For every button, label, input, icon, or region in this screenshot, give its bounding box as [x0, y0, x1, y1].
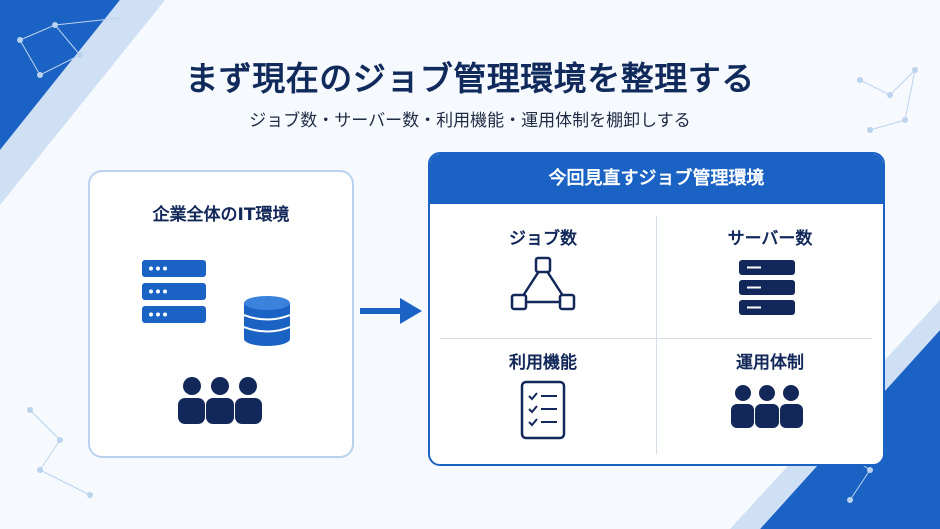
- cell-label-operation: 運用体制: [736, 353, 804, 373]
- database-icon: [244, 296, 290, 346]
- cell-label-server-count: サーバー数: [727, 229, 813, 249]
- enterprise-it-heading: 企業全体のIT環境: [152, 205, 290, 225]
- job-management-heading: 今回見直すジョブ管理環境: [430, 154, 883, 204]
- job-management-panel: 今回見直すジョブ管理環境 ジョブ数 サーバー数 利用機能: [428, 152, 885, 466]
- people-group-icon: [178, 377, 262, 424]
- vertical-divider: [656, 216, 657, 454]
- page-title: まず現在のジョブ管理環境を整理する: [185, 59, 755, 98]
- horizontal-divider: [440, 338, 872, 339]
- server-stack-icon: [142, 260, 206, 323]
- network-triangle-icon: [510, 256, 576, 311]
- checklist-icon: [520, 380, 566, 440]
- cell-label-job-count: ジョブ数: [509, 229, 577, 249]
- people-group-icon: [731, 385, 803, 428]
- arrow-right-icon: [360, 298, 422, 324]
- cell-label-features: 利用機能: [509, 353, 577, 373]
- enterprise-it-panel: 企業全体のIT環境: [88, 170, 354, 458]
- server-stack-icon: [739, 260, 795, 315]
- page-subtitle: ジョブ数・サーバー数・利用機能・運用体制を棚卸しする: [249, 111, 691, 131]
